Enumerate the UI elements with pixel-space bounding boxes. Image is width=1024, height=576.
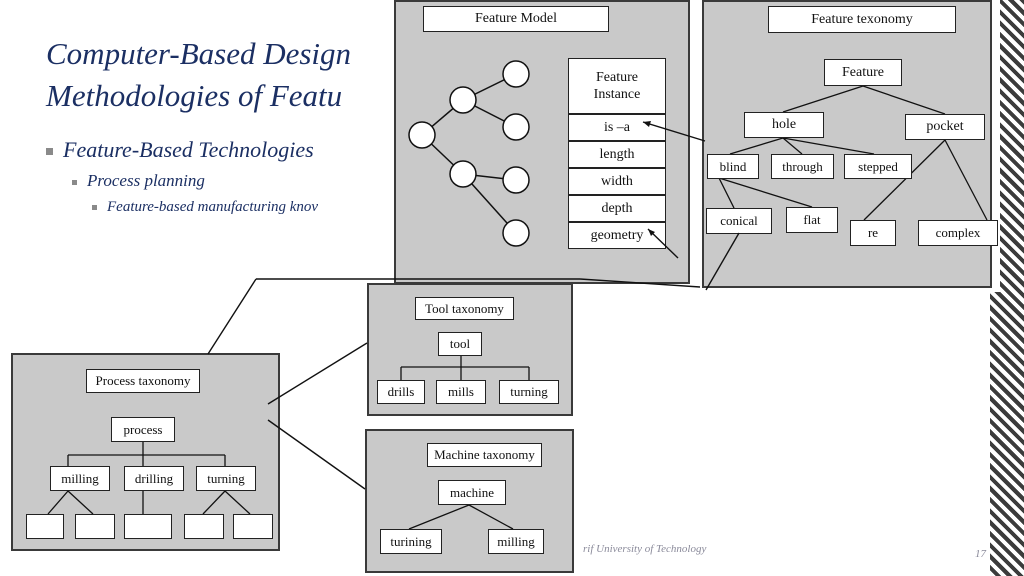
process-taxonomy-title: Process taxonomy: [86, 369, 200, 393]
feature-graph: [408, 60, 530, 247]
node-milling: milling: [50, 466, 110, 491]
node-feature: Feature: [824, 59, 902, 86]
tool-taxonomy-title: Tool taxonomy: [415, 297, 514, 320]
bullet-marker: [46, 148, 53, 156]
feature-taxonomy-edges: [718, 85, 988, 221]
node-conical: conical: [706, 208, 772, 234]
footer-text: rif University of Technology: [583, 543, 707, 555]
page-number: 17: [975, 548, 986, 560]
graph-node: [449, 160, 477, 188]
attribute-depth: depth: [568, 195, 666, 222]
empty-node: [233, 514, 273, 539]
machine-taxonomy-title: Machine taxonomy: [427, 443, 542, 467]
node-re: re: [850, 220, 896, 246]
graph-node: [502, 219, 530, 247]
is-a-link: [642, 121, 706, 142]
node-turning-tool: turning: [499, 380, 559, 404]
bullet-text: Process planning: [87, 171, 205, 190]
node-drills: drills: [377, 380, 425, 404]
arrowhead: [643, 121, 651, 127]
bullet-marker: [92, 205, 97, 211]
graph-node: [502, 60, 530, 88]
node-turning-process: turning: [196, 466, 256, 491]
conical-link: [705, 232, 740, 291]
node-hole: hole: [744, 112, 824, 138]
bullet-level-2: Process planning: [72, 171, 205, 191]
node-process: process: [111, 417, 175, 442]
feature-taxonomy-title: Feature texonomy: [768, 6, 956, 33]
tool-taxonomy-edges: [400, 356, 530, 380]
attribute-is-a: is –a: [568, 114, 666, 141]
process-taxonomy-edges: [47, 442, 251, 515]
node-stepped: stepped: [844, 154, 912, 179]
node-pocket: pocket: [905, 114, 985, 140]
attribute-length: length: [568, 141, 666, 168]
node-flat: flat: [786, 207, 838, 233]
node-tool: tool: [438, 332, 482, 356]
node-mills: mills: [436, 380, 486, 404]
machine-taxonomy-panel: Machine taxonomy machine turining millin…: [365, 429, 574, 573]
process-taxonomy-panel: Process taxonomy process milling drillin…: [11, 353, 280, 551]
feature-taxonomy-panel: Feature texonomy Feature hole pocket bli…: [702, 0, 998, 288]
empty-node: [184, 514, 224, 539]
attribute-geometry: geometry: [568, 222, 666, 249]
tool-taxonomy-panel: Tool taxonomy tool drills mills turning: [367, 283, 573, 416]
node-through: through: [771, 154, 834, 179]
bullet-marker: [72, 179, 77, 185]
node-blind: blind: [707, 154, 759, 179]
slide-title-line-2: Methodologies of Featu: [46, 78, 343, 113]
callout-line: [207, 278, 257, 355]
node-drilling: drilling: [124, 466, 184, 491]
arrowhead: [648, 229, 655, 236]
graph-node: [502, 166, 530, 194]
feature-model-panel: Feature Model Feature Instance is –a len…: [394, 0, 690, 284]
graph-node: [449, 86, 477, 114]
node-milling-machine: milling: [488, 529, 544, 554]
node-turining: turining: [380, 529, 442, 554]
graph-node: [502, 113, 530, 141]
process-to-tool-link: [267, 342, 368, 405]
empty-node: [26, 514, 64, 539]
node-machine: machine: [438, 480, 506, 505]
feature-model-title: Feature Model: [423, 6, 609, 32]
slide-title-line-1: Computer-Based Design: [46, 36, 352, 71]
bullet-level-1: Feature-Based Technologies: [46, 137, 314, 163]
empty-node: [124, 514, 172, 539]
overlay-bridge: [579, 278, 701, 288]
bullet-text: Feature-Based Technologies: [63, 137, 314, 162]
machine-taxonomy-edges: [408, 504, 514, 530]
bullet-text: Feature-based manufacturing knov: [107, 199, 319, 215]
empty-node: [75, 514, 115, 539]
feature-instance-header: Feature Instance: [568, 58, 666, 114]
graph-node: [408, 121, 436, 149]
attribute-width: width: [568, 168, 666, 195]
process-to-machine-link: [267, 419, 366, 490]
node-complex: complex: [918, 220, 998, 246]
bullet-level-3: Feature-based manufacturing knov: [92, 199, 318, 216]
